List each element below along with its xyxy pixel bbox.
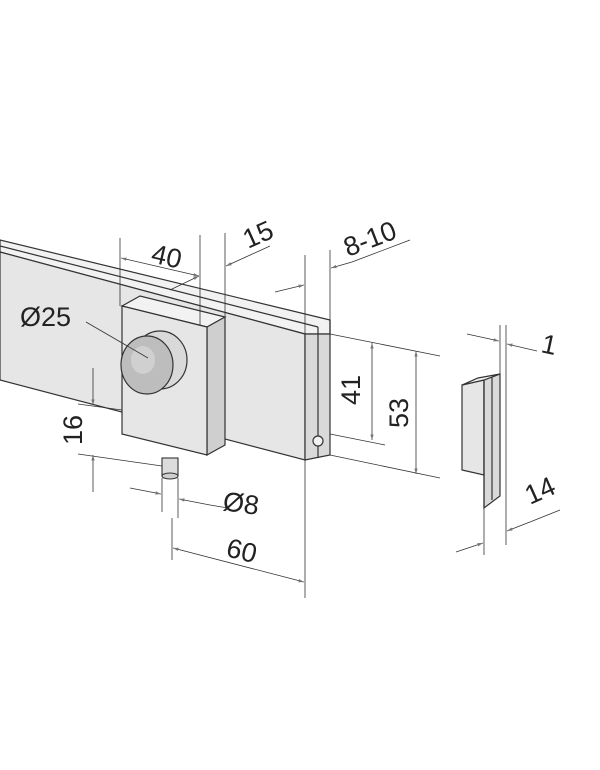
dim-label-60: 60	[224, 533, 260, 569]
dim-label-41: 41	[336, 375, 366, 405]
strike-plate	[461, 373, 501, 510]
dimension-lines	[77, 233, 561, 598]
dim-label-knob-diameter: Ø25	[20, 302, 71, 332]
dim-label-16: 16	[58, 415, 88, 445]
dim-label-14: 14	[520, 471, 560, 511]
dim-label-15: 15	[238, 215, 278, 255]
pin	[161, 457, 179, 480]
dim-label-53: 53	[384, 398, 414, 428]
knob	[120, 330, 188, 395]
dim-label-40: 40	[149, 239, 185, 275]
dim-label-pin-diameter: Ø8	[221, 486, 261, 521]
dim-label-1: 1	[539, 329, 560, 361]
